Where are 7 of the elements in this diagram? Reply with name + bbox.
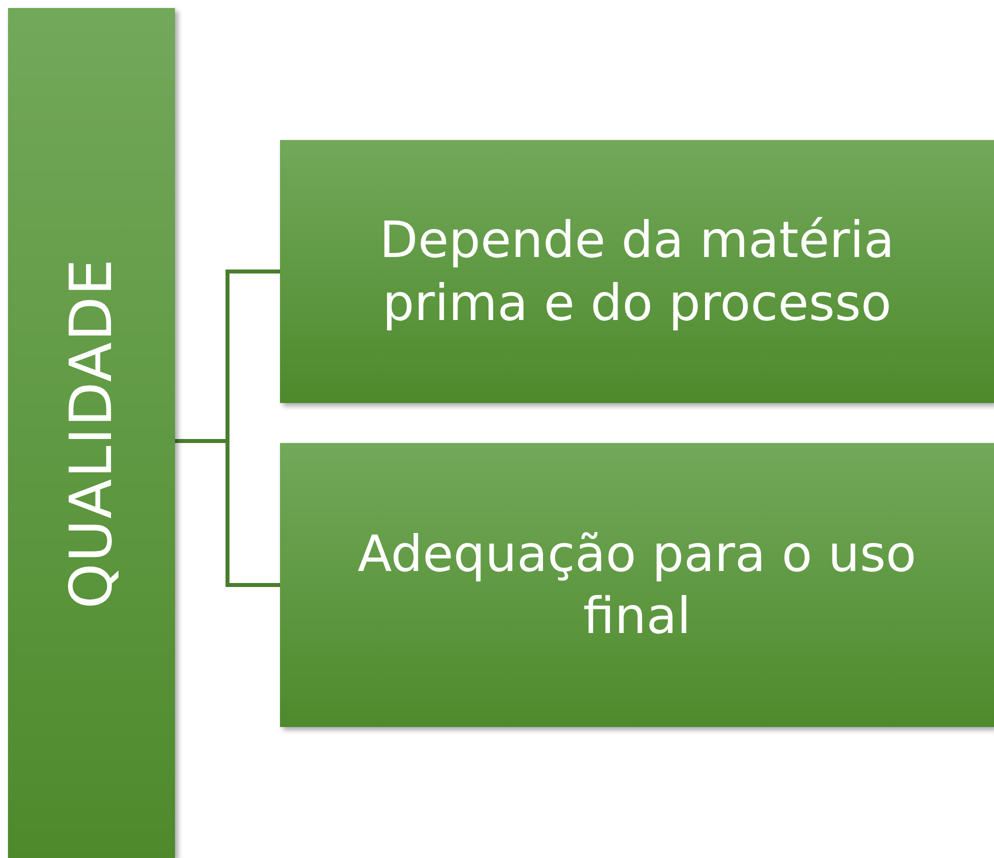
- content-box: [280, 140, 994, 403]
- box-text: Adequação para o uso final: [356, 524, 918, 647]
- box-text: Depende da matéria prima e do processo: [378, 210, 896, 334]
- content-box: [280, 443, 994, 727]
- connector-line: [175, 439, 280, 587]
- vertical-heading: QUALIDADE: [56, 258, 126, 608]
- category-bar: [8, 8, 175, 858]
